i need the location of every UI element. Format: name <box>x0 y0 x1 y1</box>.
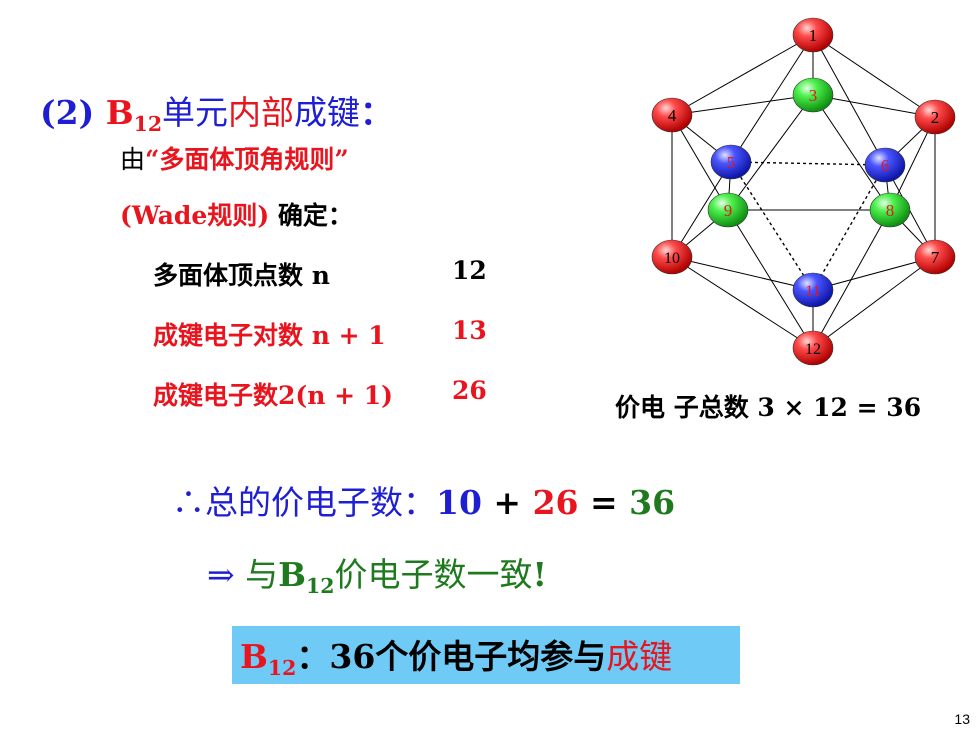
conclusion-main: 36个价电子均参与 <box>329 637 607 676</box>
therefore-a: 10 <box>436 483 482 522</box>
atom-5: 5 <box>710 144 752 180</box>
conclusion-colon: ： <box>296 637 330 676</box>
heading-number: (2) <box>40 93 106 132</box>
atom-sphere <box>869 192 911 228</box>
consistent-b-subscript: 12 <box>306 574 335 599</box>
atom-label: 4 <box>668 106 677 125</box>
atom-sphere <box>792 330 834 366</box>
consistent-line: ⇒ 与B12价电子数一致! <box>207 548 547 596</box>
atom-sphere <box>914 239 956 275</box>
consistent-excl: ! <box>532 555 548 594</box>
rule-line-2: (Wade规则) 确定： <box>120 196 353 232</box>
atom-label: 6 <box>881 156 890 175</box>
conclusion-b: B <box>240 637 268 676</box>
valence-electron-total: 价电 子总数 3 × 12 = 36 <box>615 393 922 422</box>
count-value-electrons: 26 <box>452 376 487 405</box>
heading-b: B <box>105 93 134 132</box>
atom-sphere <box>914 99 956 135</box>
therefore-text: 总的价电子数： <box>205 483 436 522</box>
atom-sphere <box>651 97 693 133</box>
rule-prefix: 由 <box>120 145 146 174</box>
count-label: 成键电子对数 n + 1 <box>153 321 386 350</box>
atom-4: 4 <box>651 97 693 133</box>
atom-6: 6 <box>864 147 906 183</box>
wade-rule: (Wade规则) <box>120 201 270 230</box>
consistent-b: B <box>278 555 307 594</box>
atom-label: 12 <box>805 341 821 358</box>
rule-quote: “多面体顶角规则” <box>145 145 349 174</box>
rule-confirm: 确定： <box>269 201 353 230</box>
therefore-line: ∴总的价电子数：10 + 26 = 36 <box>172 476 675 524</box>
atom-12: 12 <box>792 330 834 366</box>
atom-sphere <box>707 192 749 228</box>
therefore-eq: = <box>578 483 630 522</box>
atom-sphere <box>864 147 906 183</box>
count-row-pairs: 成键电子对数 n + 1 <box>153 316 386 352</box>
atom-sphere <box>792 17 834 53</box>
atom-9: 9 <box>707 192 749 228</box>
atom-label: 7 <box>931 248 940 267</box>
atom-label: 9 <box>724 201 733 220</box>
atom-3: 3 <box>792 77 834 113</box>
atom-label: 8 <box>886 201 895 220</box>
diagram-hidden-edges <box>730 161 886 291</box>
atom-10: 10 <box>651 239 693 275</box>
implies-arrow: ⇒ <box>207 555 246 594</box>
count-value-pairs: 13 <box>452 316 487 345</box>
atom-label: 5 <box>727 153 736 172</box>
heading-colon: ： <box>360 93 394 132</box>
atom-sphere <box>792 272 834 308</box>
rule-line-1: 由“多面体顶角规则” <box>120 140 349 176</box>
conclusion-box <box>232 626 740 684</box>
atom-1: 1 <box>792 17 834 53</box>
consistent-post: 价电子数一致 <box>334 555 533 594</box>
count-label: 多面体顶点数 n <box>153 261 330 290</box>
heading-inner: 内部 <box>228 93 295 132</box>
therefore-c: 36 <box>629 483 676 522</box>
atom-2: 2 <box>914 99 956 135</box>
conclusion-bond: 成键 <box>606 637 673 676</box>
therefore-symbol: ∴ <box>172 483 205 522</box>
therefore-plus: + <box>481 483 533 522</box>
count-row-electrons: 成键电子数2(n + 1) <box>153 376 393 412</box>
section-heading: (2) B12单元内部成键： <box>40 86 393 134</box>
consistent-pre: 与 <box>245 555 279 594</box>
conclusion-text: B12：36个价电子均参与成键 <box>240 630 672 678</box>
conclusion-b-subscript: 12 <box>267 656 297 681</box>
atom-8: 8 <box>869 192 911 228</box>
therefore-b: 26 <box>532 483 579 522</box>
count-label: 成键电子数2(n + 1) <box>153 381 393 410</box>
count-row-vertices: 多面体顶点数 n <box>153 256 330 292</box>
count-value-vertices: 12 <box>452 256 487 285</box>
atom-sphere <box>792 77 834 113</box>
atom-11: 11 <box>792 272 834 308</box>
atom-label: 2 <box>931 108 940 127</box>
heading-b-subscript: 12 <box>133 112 163 137</box>
heading-bond: 成键 <box>294 93 361 132</box>
atom-sphere <box>651 239 693 275</box>
atom-7: 7 <box>914 239 956 275</box>
heading-unit: 单元 <box>162 93 229 132</box>
atom-label: 11 <box>805 283 820 300</box>
atom-label: 1 <box>809 26 818 45</box>
atom-label: 10 <box>664 250 680 267</box>
page-number: 13 <box>954 711 970 727</box>
atom-label: 3 <box>809 86 818 105</box>
atom-sphere <box>710 144 752 180</box>
